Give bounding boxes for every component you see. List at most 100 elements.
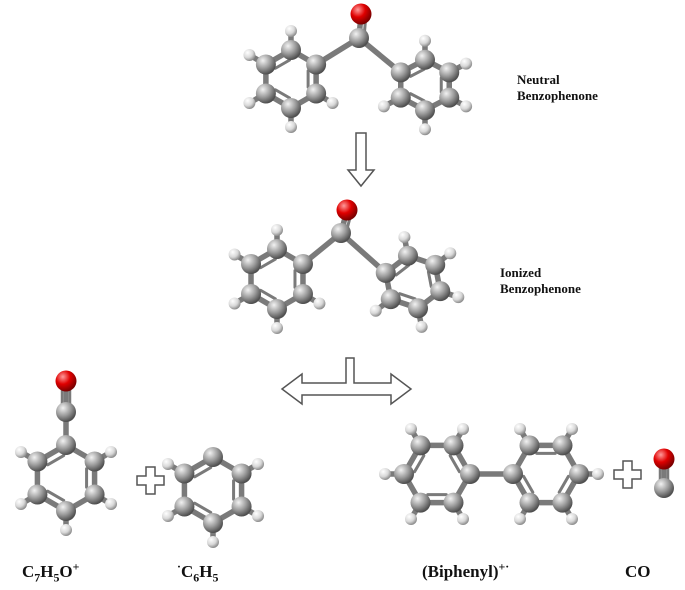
carbon-atom	[397, 245, 418, 266]
ionized-benzophenone-label: Ionized Benzophenone	[500, 265, 581, 298]
hydrogen-atom	[14, 446, 27, 458]
formula-part: H	[199, 562, 213, 581]
plus-icon	[136, 466, 165, 495]
carbon-atom	[331, 223, 351, 243]
carbon-atom	[306, 54, 327, 75]
hydrogen-atom	[243, 97, 256, 109]
double-bond	[448, 454, 461, 474]
carbon-atom	[292, 254, 313, 274]
carbon-atom	[27, 484, 48, 505]
carbon-atom	[174, 463, 195, 484]
carbon-atom	[84, 451, 105, 472]
carbon-atom	[306, 83, 327, 104]
hydrogen-atom	[457, 422, 469, 435]
hydrogen-atom	[514, 513, 526, 526]
carbon-atom	[443, 435, 464, 456]
carbon-atom	[569, 464, 589, 484]
formula-subscript: 5	[53, 570, 60, 585]
carbon-atom	[281, 98, 301, 118]
hydrogen-atom	[566, 422, 578, 435]
carbon-atom	[410, 435, 431, 456]
hydrogen-atom	[405, 422, 417, 435]
carbon-atom	[460, 464, 480, 484]
double-bond	[46, 454, 66, 467]
hydrogen-atom	[105, 498, 118, 510]
carbon-atom	[380, 289, 401, 310]
down-arrow-icon	[346, 132, 376, 188]
hydrogen-atom	[457, 513, 469, 526]
double-bond	[557, 474, 570, 494]
hydrogen-atom	[460, 100, 473, 113]
hydrogen-atom	[419, 123, 431, 136]
formula-subscript: 5	[212, 570, 219, 585]
double-bond	[193, 501, 213, 514]
benzoyl-cation-formula: C7H5O+	[22, 560, 79, 585]
carbon-atom	[394, 464, 414, 484]
double-bond	[426, 270, 433, 289]
hydrogen-atom	[161, 458, 174, 470]
hydrogen-atom	[228, 248, 241, 261]
hydrogen-atom	[415, 320, 428, 333]
carbon-atom	[231, 496, 252, 517]
carbon-atom	[349, 28, 369, 48]
hydrogen-atom	[252, 510, 265, 522]
hydrogen-atom	[243, 49, 256, 61]
hydrogen-atom	[460, 57, 473, 70]
carbon-atom	[415, 100, 435, 121]
hydrogen-atom	[285, 121, 297, 133]
carbon-atom	[267, 299, 287, 319]
formula-subscript: 6	[193, 570, 200, 585]
carbon-atom	[439, 62, 460, 83]
formula-part: H	[40, 562, 54, 581]
formula-subscript: 7	[34, 570, 41, 585]
hydrogen-atom	[285, 25, 297, 37]
formula-superscript: ·	[177, 559, 181, 574]
carbon-atom	[390, 87, 411, 108]
carbon-atom	[425, 254, 446, 275]
hydrogen-atom	[452, 291, 465, 304]
double-bond	[408, 67, 426, 78]
carbon-atom	[430, 281, 451, 302]
carbon-atom	[84, 484, 105, 505]
label-line: Benzophenone	[517, 88, 598, 104]
hydrogen-atom	[398, 231, 411, 244]
carbon-atom	[292, 284, 313, 304]
carbon-atom	[56, 435, 76, 455]
carbon-atom	[654, 478, 674, 498]
double-bond	[273, 58, 291, 70]
carbon-atom	[552, 492, 573, 513]
carbon-atom	[503, 464, 523, 484]
carbon-atom	[174, 496, 195, 517]
label-line: Benzophenone	[500, 281, 581, 297]
formula-part: C	[180, 562, 194, 581]
double-bond	[46, 489, 66, 502]
double-bond	[522, 474, 535, 494]
hydrogen-atom	[405, 513, 417, 526]
double-bond	[408, 92, 426, 103]
carbon-atom	[241, 254, 262, 274]
double-bond	[193, 466, 213, 479]
carbon-atom	[241, 284, 262, 304]
carbon-atom	[267, 239, 287, 259]
carbon-atom	[56, 402, 76, 422]
double-bond	[259, 257, 277, 270]
biphenyl-radical-cation-label: (Biphenyl)+·	[422, 560, 509, 582]
hydrogen-atom	[377, 100, 390, 113]
hydrogen-atom	[207, 536, 219, 548]
hydrogen-atom	[566, 513, 578, 526]
hydrogen-atom	[252, 458, 265, 470]
hydrogen-atom	[161, 510, 174, 522]
label-line: Neutral	[517, 72, 560, 87]
carbon-atom	[27, 451, 48, 472]
carbon-atom	[443, 492, 464, 513]
oxygen-atom	[55, 370, 77, 392]
neutral-benzophenone-label: Neutral Benzophenone	[517, 72, 598, 105]
hydrogen-atom	[514, 422, 526, 435]
carbon-atom	[255, 83, 276, 104]
hydrogen-atom	[60, 524, 72, 536]
plus-icon	[613, 460, 642, 489]
double-bond	[259, 288, 277, 301]
hydrogen-atom	[14, 498, 27, 510]
carbon-atom	[203, 513, 223, 533]
